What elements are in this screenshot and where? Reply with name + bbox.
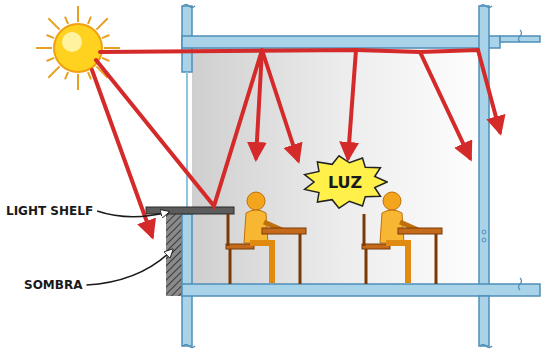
leader-arrow (86, 250, 172, 285)
light-rays (92, 50, 500, 236)
break-marks (183, 5, 522, 348)
building-structure (182, 6, 540, 346)
room-interior (192, 48, 488, 286)
door-mark (482, 230, 486, 234)
person-desk (226, 192, 306, 284)
callout-label: LIGHT SHELF (6, 204, 93, 218)
sun (36, 6, 120, 90)
door-mark (482, 238, 486, 242)
burst-text: LUZ (328, 173, 362, 192)
window-glass (186, 72, 188, 210)
starburst-label: LUZ (302, 155, 388, 209)
light-shelf (146, 207, 234, 214)
person-desk (362, 192, 442, 284)
leader-arrow (97, 211, 168, 217)
callout-label: SOMBRA (24, 278, 82, 292)
